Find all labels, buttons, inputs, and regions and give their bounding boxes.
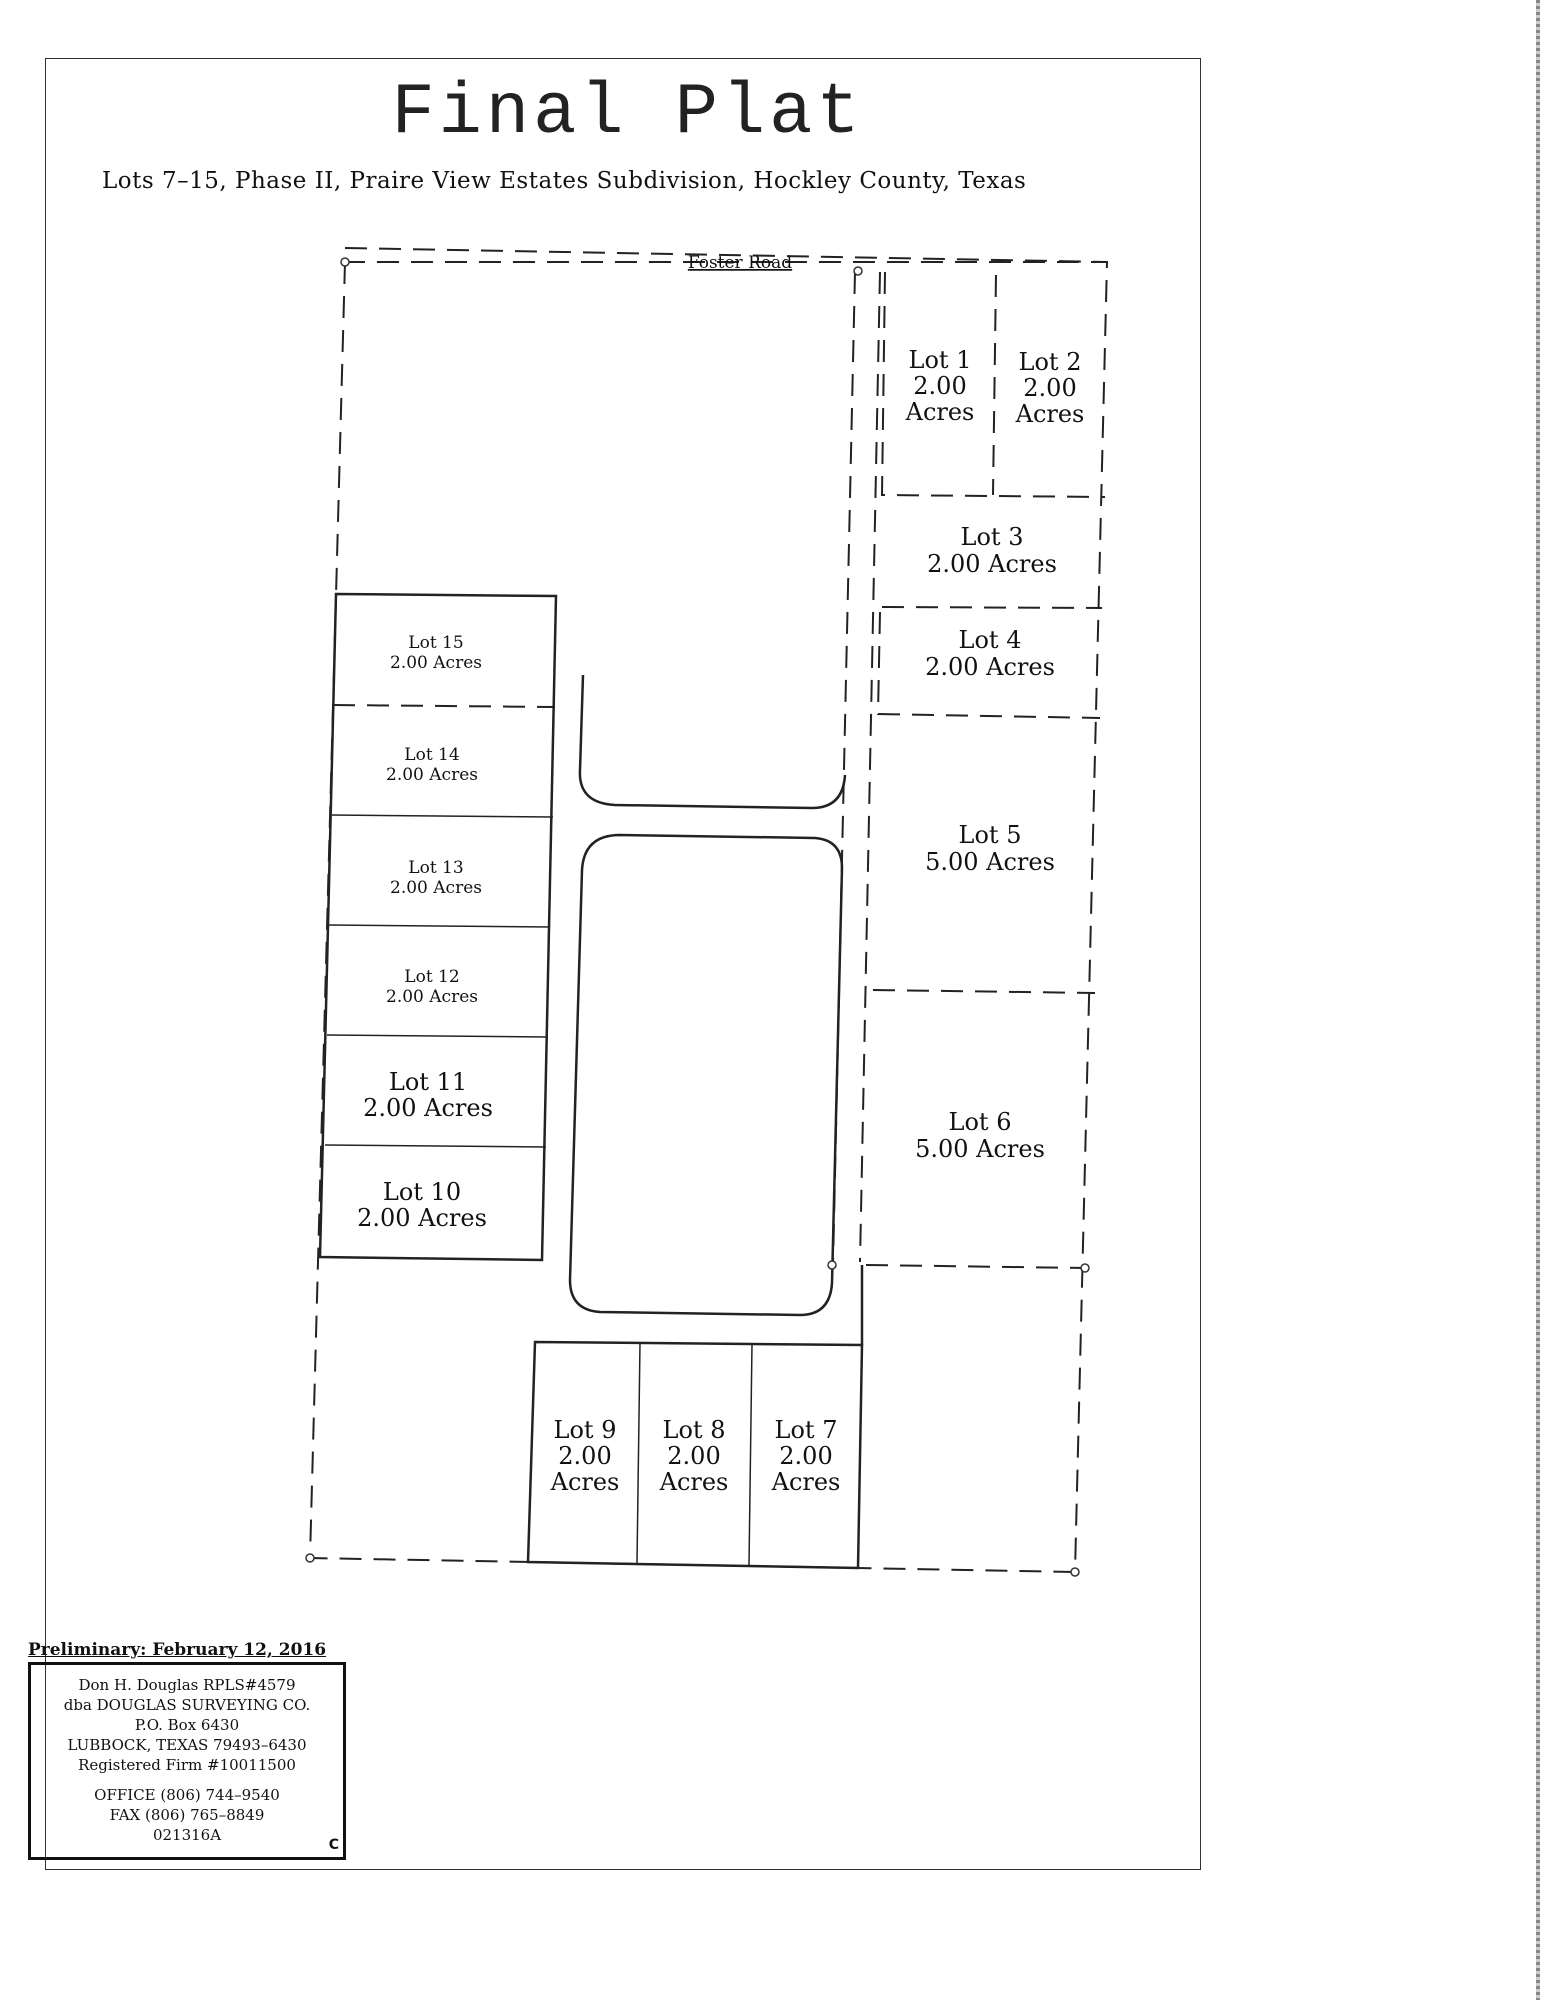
svg-text:2.00: 2.00 [913, 372, 966, 400]
page-frame [45, 58, 1201, 1870]
corner-mark: C [328, 1837, 339, 1853]
svg-text:Acres: Acres [550, 1468, 620, 1496]
svg-text:2.00 Acres: 2.00 Acres [390, 653, 482, 673]
lot-13-12-divider [328, 924, 551, 928]
svg-text:Lot 1: Lot 1 [909, 346, 972, 374]
svg-text:2.00 Acres: 2.00 Acres [386, 765, 478, 785]
svg-text:2.00: 2.00 [667, 1442, 720, 1470]
corner-monument [1080, 1263, 1090, 1273]
svg-text:Acres: Acres [905, 398, 975, 426]
scan-edge [1536, 0, 1540, 2000]
drawing-code: 021316A [152, 1826, 222, 1844]
lot-11-10-divider [324, 1144, 547, 1148]
lot-6-label[interactable]: Lot 6 5.00 Acres [915, 1108, 1045, 1163]
registered-firm: Registered Firm #10011500 [78, 1756, 296, 1774]
svg-text:2.00: 2.00 [558, 1442, 611, 1470]
lot-8-label[interactable]: Lot 8 2.00 Acres [659, 1416, 729, 1496]
lot-6-boundary [865, 1264, 1086, 1269]
corner-monument [340, 257, 350, 267]
svg-text:Lot 3: Lot 3 [961, 523, 1024, 551]
svg-text:Lot 15: Lot 15 [408, 633, 463, 653]
svg-text:Lot 10: Lot 10 [383, 1178, 461, 1206]
lot-5-6-divider [872, 989, 1096, 994]
lot-8-7-divider [748, 1343, 753, 1566]
lot-3-4-divider [881, 606, 1103, 609]
south-lots-boundary [526, 1340, 864, 1570]
lot-15-14-divider [332, 704, 556, 708]
road-curve-north [578, 674, 847, 810]
firm-name: dba DOUGLAS SURVEYING CO. [63, 1696, 311, 1714]
svg-text:Lot 4: Lot 4 [959, 626, 1022, 654]
west-lots-boundary [318, 592, 558, 1262]
svg-text:Acres: Acres [1015, 400, 1085, 428]
svg-text:2.00: 2.00 [1023, 374, 1076, 402]
lot-12-11-divider [326, 1034, 549, 1038]
lot-1-label[interactable]: Lot 1 2.00 Acres [905, 346, 975, 426]
svg-text:Lot 2: Lot 2 [1019, 348, 1082, 376]
road-west-line [859, 271, 881, 1263]
po-box: P.O. Box 6430 [134, 1716, 240, 1734]
svg-text:Lot 11: Lot 11 [389, 1068, 467, 1096]
city-state-zip: LUBBOCK, TEXAS 79493–6430 [67, 1736, 307, 1754]
svg-text:Lot 7: Lot 7 [775, 1416, 838, 1444]
outer-boundary [308, 261, 1109, 1574]
svg-text:Lot 13: Lot 13 [408, 858, 463, 878]
svg-text:Lot 8: Lot 8 [663, 1416, 726, 1444]
corner-monument [305, 1553, 315, 1563]
svg-text:Lot 6: Lot 6 [949, 1108, 1012, 1136]
lot-3-label[interactable]: Lot 3 2.00 Acres [927, 523, 1057, 578]
plat-subtitle: Lots 7–15, Phase II, Praire View Estates… [102, 168, 1027, 194]
svg-text:Lot 12: Lot 12 [404, 967, 459, 987]
foster-road-line [344, 247, 1108, 263]
road-island [568, 833, 844, 1317]
svg-text:5.00 Acres: 5.00 Acres [925, 848, 1055, 876]
svg-text:Acres: Acres [659, 1468, 729, 1496]
lot-4-boundary [876, 611, 1101, 719]
lot-9-label[interactable]: Lot 9 2.00 Acres [550, 1416, 620, 1496]
lot-14-label[interactable]: Lot 14 2.00 Acres [386, 745, 478, 785]
lot-5-label[interactable]: Lot 5 5.00 Acres [925, 821, 1055, 876]
svg-text:Lot 14: Lot 14 [404, 745, 459, 765]
corner-monument [1070, 1567, 1080, 1577]
road-label: Foster Road [688, 253, 792, 273]
svg-text:2.00: 2.00 [779, 1442, 832, 1470]
office-phone: OFFICE (806) 744–9540 [94, 1786, 280, 1804]
surveyor-name: Don H. Douglas RPLS#4579 [78, 1676, 296, 1694]
svg-text:Acres: Acres [771, 1468, 841, 1496]
lot-14-13-divider [330, 814, 554, 818]
corner-monument [827, 1260, 837, 1270]
lot-13-label[interactable]: Lot 13 2.00 Acres [390, 858, 482, 898]
lot-9-8-divider [636, 1342, 641, 1564]
surveyor-info-box: Don H. Douglas RPLS#4579 dba DOUGLAS SUR… [28, 1662, 346, 1860]
lot-10-label[interactable]: Lot 10 2.00 Acres [357, 1178, 487, 1232]
lot-12-label[interactable]: Lot 12 2.00 Acres [386, 967, 478, 1007]
svg-text:Lot 5: Lot 5 [959, 821, 1022, 849]
lots-1-2-boundary [880, 271, 1106, 498]
fax-number: FAX (806) 765–8849 [109, 1806, 265, 1824]
lot-11-label[interactable]: Lot 11 2.00 Acres [363, 1068, 493, 1122]
lot-1-2-divider [992, 274, 997, 496]
lot-7-label[interactable]: Lot 7 2.00 Acres [771, 1416, 841, 1496]
lot-2-label[interactable]: Lot 2 2.00 Acres [1015, 348, 1085, 428]
svg-text:2.00 Acres: 2.00 Acres [357, 1204, 487, 1232]
lot-4-label[interactable]: Lot 4 2.00 Acres [925, 626, 1055, 681]
svg-text:2.00 Acres: 2.00 Acres [925, 653, 1055, 681]
svg-text:2.00 Acres: 2.00 Acres [363, 1094, 493, 1122]
svg-text:2.00 Acres: 2.00 Acres [386, 987, 478, 1007]
svg-text:2.00 Acres: 2.00 Acres [927, 550, 1057, 578]
lot-15-label[interactable]: Lot 15 2.00 Acres [390, 633, 482, 673]
svg-text:5.00 Acres: 5.00 Acres [915, 1135, 1045, 1163]
plat-title: Final Plat [391, 72, 864, 154]
svg-text:2.00 Acres: 2.00 Acres [390, 878, 482, 898]
svg-text:Lot 9: Lot 9 [554, 1416, 617, 1444]
preliminary-date: Preliminary: February 12, 2016 [28, 1640, 327, 1660]
corner-monument [853, 266, 863, 276]
